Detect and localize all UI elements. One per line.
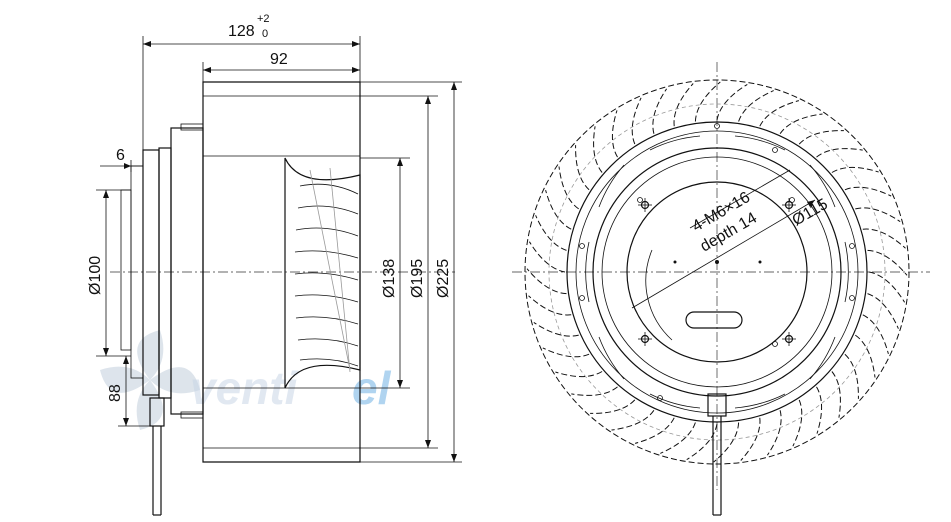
impeller-blade	[542, 347, 590, 358]
dimension-inlet-diameter: Ø138	[360, 157, 410, 389]
hub-face	[120, 189, 132, 351]
housing-ring-inner	[592, 147, 842, 397]
impeller-blade	[528, 241, 566, 273]
dimension-flange-diameter: Ø100	[87, 189, 131, 357]
impeller-blade	[571, 386, 618, 396]
impeller-blade	[673, 83, 694, 127]
impeller-blade	[740, 417, 761, 461]
impeller-blade	[611, 110, 618, 158]
impeller-blade	[867, 249, 908, 276]
flange-thickness-value: 6	[116, 147, 125, 164]
impeller-blade	[528, 295, 572, 316]
dimension-flange-thickness: 6	[100, 147, 144, 172]
motor-face-arc	[645, 249, 673, 341]
impeller-blade	[766, 410, 782, 456]
impeller-blade	[779, 113, 823, 134]
impeller-blade	[575, 145, 590, 191]
impeller-blade	[868, 271, 906, 303]
face-dot-left	[673, 260, 677, 264]
impeller-blade	[816, 148, 863, 158]
dimension-ring-diameter: Ø195	[360, 95, 438, 449]
cable-offset-value: 88	[107, 384, 124, 402]
impeller-blade	[816, 386, 823, 434]
impeller-blade	[831, 371, 841, 418]
impeller-blade	[862, 228, 906, 249]
impeller-blade	[738, 90, 774, 122]
impeller-blade	[652, 88, 668, 134]
thread-leader	[689, 169, 791, 229]
impeller-blade	[867, 293, 899, 329]
ring-diameter-value: Ø195	[409, 259, 426, 298]
impeller-blade	[855, 334, 876, 378]
impeller-width-value: 92	[270, 51, 288, 68]
impeller-blade	[792, 399, 803, 447]
watermark: venti el	[100, 330, 392, 430]
housing-ring-mid	[575, 130, 859, 414]
impeller-blade	[590, 399, 636, 414]
bolt-circle-label: Ø115	[790, 196, 831, 230]
impeller-blade	[555, 371, 603, 378]
front-view: 4-M6×16 depth 14 Ø115	[512, 62, 930, 516]
motor-face-inner	[626, 181, 808, 363]
impeller-blade	[759, 100, 800, 127]
impeller-blade	[660, 422, 696, 454]
watermark-fan-logo	[100, 330, 200, 430]
impeller-blade	[535, 215, 567, 251]
impeller-blade	[593, 126, 603, 173]
mounting-bolt-holes	[638, 198, 796, 346]
impeller-blade	[533, 321, 579, 337]
impeller-blade	[844, 186, 892, 197]
impeller-blade	[844, 353, 859, 399]
impeller-blade	[631, 97, 642, 145]
dimension-overall-width: 128 +2 0	[142, 13, 361, 150]
side-view: 128 +2 0 92 6 Ø100	[87, 13, 462, 516]
shaft-dot	[715, 260, 719, 264]
dimension-impeller-width: 92	[202, 51, 360, 82]
impeller-blade	[855, 207, 901, 223]
dimension-cable-offset: 88	[107, 356, 150, 427]
housing-slots	[585, 135, 849, 409]
motor-top-rim	[180, 123, 204, 131]
impeller-outer-circle	[524, 79, 910, 465]
flange-diameter-value: Ø100	[87, 256, 104, 295]
bolt-circle-arrow	[807, 200, 815, 207]
housing-holes	[579, 123, 855, 401]
impeller-blade	[634, 417, 675, 444]
impeller-blade	[558, 166, 579, 210]
inlet-diameter-value: Ø138	[381, 259, 398, 298]
dimension-impeller-diameter: Ø225	[360, 81, 462, 463]
impeller-blade	[831, 166, 879, 173]
face-dot-right	[758, 260, 762, 264]
motor-face-outer	[601, 156, 833, 388]
impeller-blade	[545, 189, 572, 230]
impeller-blade	[694, 81, 721, 122]
impeller-blades	[526, 81, 908, 463]
overall-width-value: 128	[228, 23, 255, 40]
impeller-blade	[526, 268, 567, 295]
impeller-diameter-value: Ø225	[435, 259, 452, 298]
bolt-circle-leader	[631, 199, 816, 309]
impeller-blade	[686, 423, 718, 461]
impeller-blade	[713, 422, 740, 463]
housing-ring-outer	[566, 121, 868, 423]
impeller-inner-circle	[548, 103, 886, 441]
cable-gland	[149, 397, 165, 427]
inlet-blades	[294, 167, 359, 373]
motor-label-slot	[685, 311, 743, 329]
impeller-blade	[611, 410, 655, 431]
impeller-blade	[716, 83, 748, 121]
overall-width-tol-upper: +2	[257, 13, 270, 25]
front-cable-gland	[707, 393, 727, 417]
impeller-blade	[798, 130, 844, 145]
inlet-cone	[284, 157, 361, 389]
overall-width-tol-lower: 0	[262, 28, 268, 40]
impeller-blade	[862, 314, 889, 355]
